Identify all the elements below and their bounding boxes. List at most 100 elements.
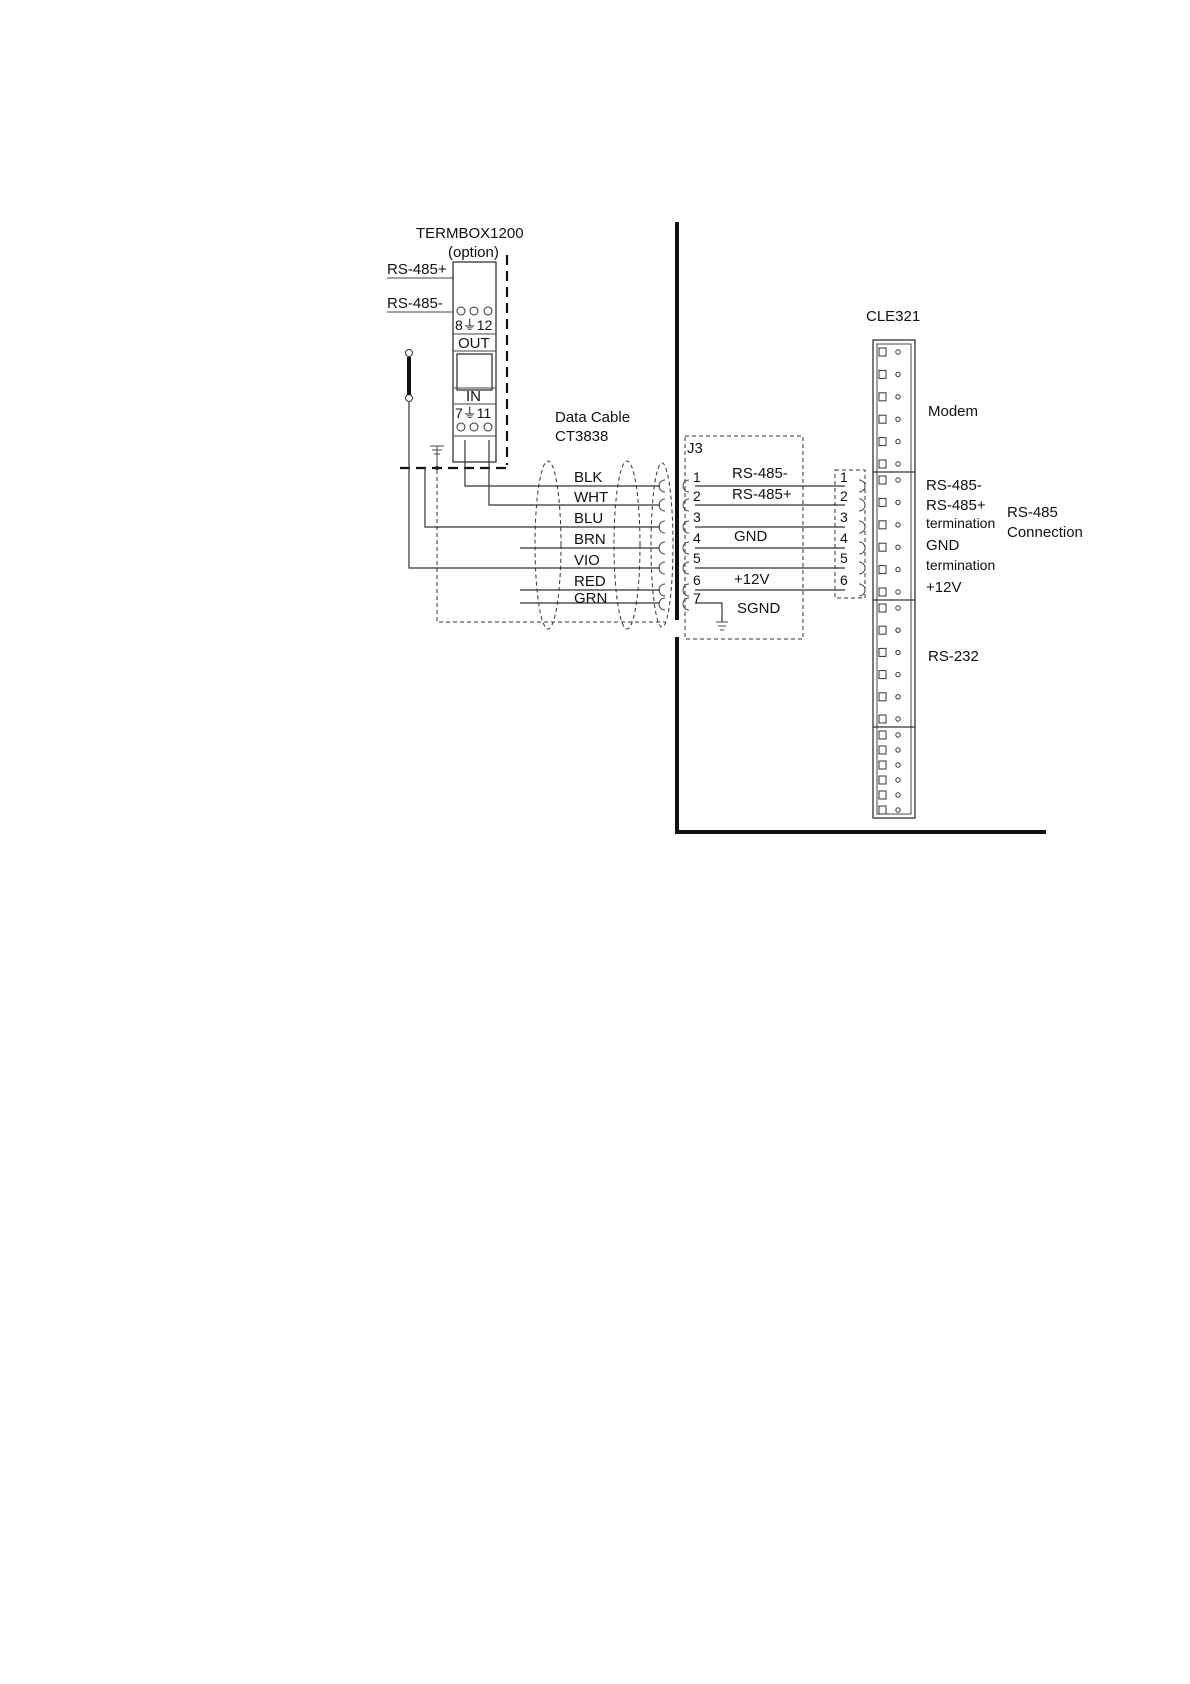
remote-contact <box>406 350 413 402</box>
cle321-pin-screw <box>896 395 900 399</box>
j3-signal-12v: +12V <box>734 571 769 588</box>
cle321-termination-2: termination <box>926 557 995 573</box>
cle321-pin-screw <box>896 650 900 654</box>
j3-signal-rs485-plus: RS-485+ <box>732 486 792 503</box>
cle321-pin-screw <box>896 350 900 354</box>
cle321-modem-label: Modem <box>928 403 978 420</box>
wire-label: BLU <box>574 510 603 527</box>
cle321-pin-tab <box>879 521 886 529</box>
cle321-pin-tab <box>879 806 886 814</box>
cle321-gnd: GND <box>926 537 960 554</box>
cle321-termination-1: termination <box>926 515 995 531</box>
cle321-pin-tab <box>879 460 886 468</box>
termbox-rs485-minus-label: RS-485- <box>387 295 443 312</box>
termbox-out-label: OUT <box>458 335 490 352</box>
cle321-pin-tab <box>879 693 886 701</box>
cle321-pin-screw <box>896 733 900 737</box>
cle321-pin-tab <box>879 476 886 484</box>
cle321-pin-tab <box>879 604 886 612</box>
termbox-in-terminals: 7⏚11 <box>455 405 492 421</box>
termbox-in-terminal-gnd <box>470 423 478 431</box>
j3-label: J3 <box>687 440 703 457</box>
wire-label: BRN <box>574 531 606 548</box>
cle321-pin-tab <box>879 671 886 679</box>
cle321-pin-screw <box>896 695 900 699</box>
cle321-pin-tab <box>879 566 886 574</box>
termbox-module <box>457 354 492 390</box>
j3-pin-number: 3 <box>693 509 701 525</box>
cle321-pin-tab <box>879 393 886 401</box>
cle321-pin-screw <box>896 590 900 594</box>
wire-label: GRN <box>574 590 607 607</box>
cle321-pin-screw <box>896 439 900 443</box>
cle321-pin-screw <box>896 417 900 421</box>
cle321-title: CLE321 <box>866 308 920 325</box>
termbox-out-terminals: 8⏚12 <box>455 317 493 333</box>
cle321-pin-tab <box>879 543 886 551</box>
cle321-pin-screw <box>896 372 900 376</box>
cle321-pin-screw <box>896 545 900 549</box>
cle321-rs485-minus: RS-485- <box>926 477 982 494</box>
cle321-pin-screw <box>896 523 900 527</box>
terminal-pin-number: 3 <box>840 509 848 525</box>
cle321-pin-screw <box>896 567 900 571</box>
cle321-pin-tab <box>879 791 886 799</box>
cle321-pin-screw <box>896 778 900 782</box>
terminal-pin-number: 2 <box>840 488 848 504</box>
cle321-rs485-group-line2: Connection <box>1007 524 1083 541</box>
cle321-pin-tab <box>879 776 886 784</box>
cle321-pin-tab <box>879 588 886 596</box>
terminal-block: 1 2 3 4 5 6 <box>835 469 865 598</box>
cable-wire-labels: BLK WHT BLU BRN VIO RED GRN <box>574 469 608 607</box>
termbox-rs485-plus-label: RS-485+ <box>387 261 447 278</box>
termbox-title: TERMBOX1200 <box>416 225 524 242</box>
cle321-pin-screw <box>896 808 900 812</box>
wire-label: WHT <box>574 489 608 506</box>
cle321-pin-screw <box>896 462 900 466</box>
cle321-pin-screw <box>896 793 900 797</box>
j3-pin-number: 2 <box>693 488 701 504</box>
cle321-pin-tab <box>879 370 886 378</box>
j3-pin-number: 6 <box>693 572 701 588</box>
wire-label: VIO <box>574 552 600 569</box>
cle321-pin-tab <box>879 761 886 769</box>
cle321-pin-screw <box>896 717 900 721</box>
cle321-pin-screw <box>896 500 900 504</box>
terminal-pin-number: 6 <box>840 572 848 588</box>
cle321-rs232-label: RS-232 <box>928 648 979 665</box>
cle321-pin-screw <box>896 672 900 676</box>
cle321-pin-tab <box>879 648 886 656</box>
cle321-12v: +12V <box>926 579 961 596</box>
cle321-module: CLE321 Modem RS-485- RS-485+ termination… <box>866 308 1083 818</box>
termbox-out-terminal-gnd <box>470 307 478 315</box>
termbox-in-terminal-7 <box>457 423 465 431</box>
cle321-rs485-group-line1: RS-485 <box>1007 504 1058 521</box>
cle321-pin-screw <box>896 606 900 610</box>
terminal-pin-number: 5 <box>840 550 848 566</box>
cle321-pin-screw <box>896 478 900 482</box>
terminal-pin-number: 4 <box>840 530 848 546</box>
termbox-in-label: IN <box>466 388 481 405</box>
j3-signal-gnd: GND <box>734 528 768 545</box>
cle321-pin-tab <box>879 626 886 634</box>
cle321-pin-screw <box>896 748 900 752</box>
cle321-pin-tab <box>879 438 886 446</box>
terminal-pin-number: 1 <box>840 469 848 485</box>
cle321-pin-tab <box>879 415 886 423</box>
cle321-pin-tab <box>879 715 886 723</box>
wire-label: BLK <box>574 469 602 486</box>
j3-signal-sgnd: SGND <box>737 600 781 617</box>
cable-part: CT3838 <box>555 428 608 445</box>
termbox-out-terminal-8 <box>457 307 465 315</box>
j3-signal-rs485-minus: RS-485- <box>732 465 788 482</box>
cle321-pin-screw <box>896 628 900 632</box>
cle321-pin-tab <box>879 348 886 356</box>
j3-pin-number: 1 <box>693 469 701 485</box>
cle321-pin-tab <box>879 746 886 754</box>
wire-label: RED <box>574 573 606 590</box>
termbox-in-terminal-11 <box>484 423 492 431</box>
termbox1200: TERMBOX1200 (option) RS-485+ RS-485- 8⏚1… <box>387 225 524 465</box>
j3-connector: J3 1 2 3 4 5 6 7 RS-485- RS-485+ GND <box>659 436 845 639</box>
j3-pin-number: 5 <box>693 550 701 566</box>
